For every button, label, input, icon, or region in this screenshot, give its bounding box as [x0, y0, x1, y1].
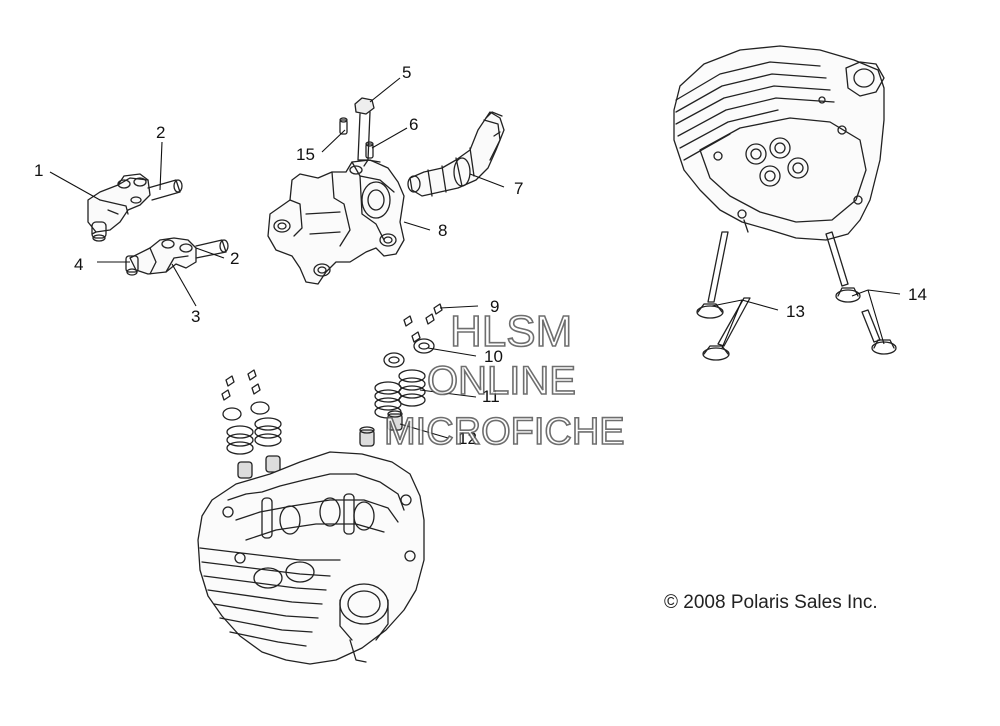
- callout-2-top: 2: [156, 123, 165, 142]
- callout-1: 1: [34, 161, 43, 180]
- callout-13: 13: [786, 302, 805, 321]
- watermark-line-3: MICROFICHE: [384, 411, 625, 453]
- callout-15: 15: [296, 145, 315, 164]
- copyright-text: © 2008 Polaris Sales Inc.: [664, 592, 878, 613]
- callout-3: 3: [191, 307, 200, 326]
- rocker-shaft-part-2b: [196, 240, 228, 258]
- dowel-pin-part-6: [366, 142, 373, 158]
- valve-spring-part-11: [375, 370, 425, 418]
- callout-4: 4: [74, 255, 83, 274]
- callout-labels: 1 2 2 3 4 5 6 7 8 9 10 11 12 13 14 15: [34, 63, 927, 448]
- valve-stem-seal-part-12: [360, 411, 402, 446]
- dowel-pin-part-15: [340, 118, 347, 134]
- valve-retainer-part-10: [384, 339, 434, 367]
- cylinder-head-upper: [674, 46, 884, 240]
- leader-lines: [49, 77, 901, 439]
- valve-train-stack-left: [222, 370, 281, 478]
- valve-keepers-part-9: [404, 304, 442, 342]
- rocker-arm-part-1: [88, 174, 150, 241]
- callout-11: 11: [482, 387, 500, 406]
- watermark-line-2: ONLINE: [427, 359, 576, 403]
- watermark-line-1: HLSM: [450, 307, 572, 356]
- callout-9: 9: [490, 297, 499, 316]
- watermark: HLSM ONLINE MICROFICHE: [383, 306, 625, 454]
- callout-2-bottom: 2: [230, 249, 239, 268]
- cylinder-head-lower: [198, 452, 424, 664]
- callout-6: 6: [409, 115, 418, 134]
- rocker-shaft-part-2a: [148, 180, 182, 200]
- intake-valve-part-14: [826, 232, 896, 354]
- cam-carrier-part-8: [268, 160, 404, 284]
- callout-10: 10: [484, 347, 503, 366]
- callout-12: 12: [458, 429, 477, 448]
- rocker-arm-part-3: [126, 238, 196, 275]
- camshaft-part-7: [408, 112, 504, 196]
- callout-5: 5: [402, 63, 411, 82]
- callout-7: 7: [514, 179, 523, 198]
- bolt-part-5: [355, 98, 374, 160]
- callout-8: 8: [438, 221, 447, 240]
- exhaust-valve-part-13: [697, 232, 750, 360]
- callout-14: 14: [908, 285, 927, 304]
